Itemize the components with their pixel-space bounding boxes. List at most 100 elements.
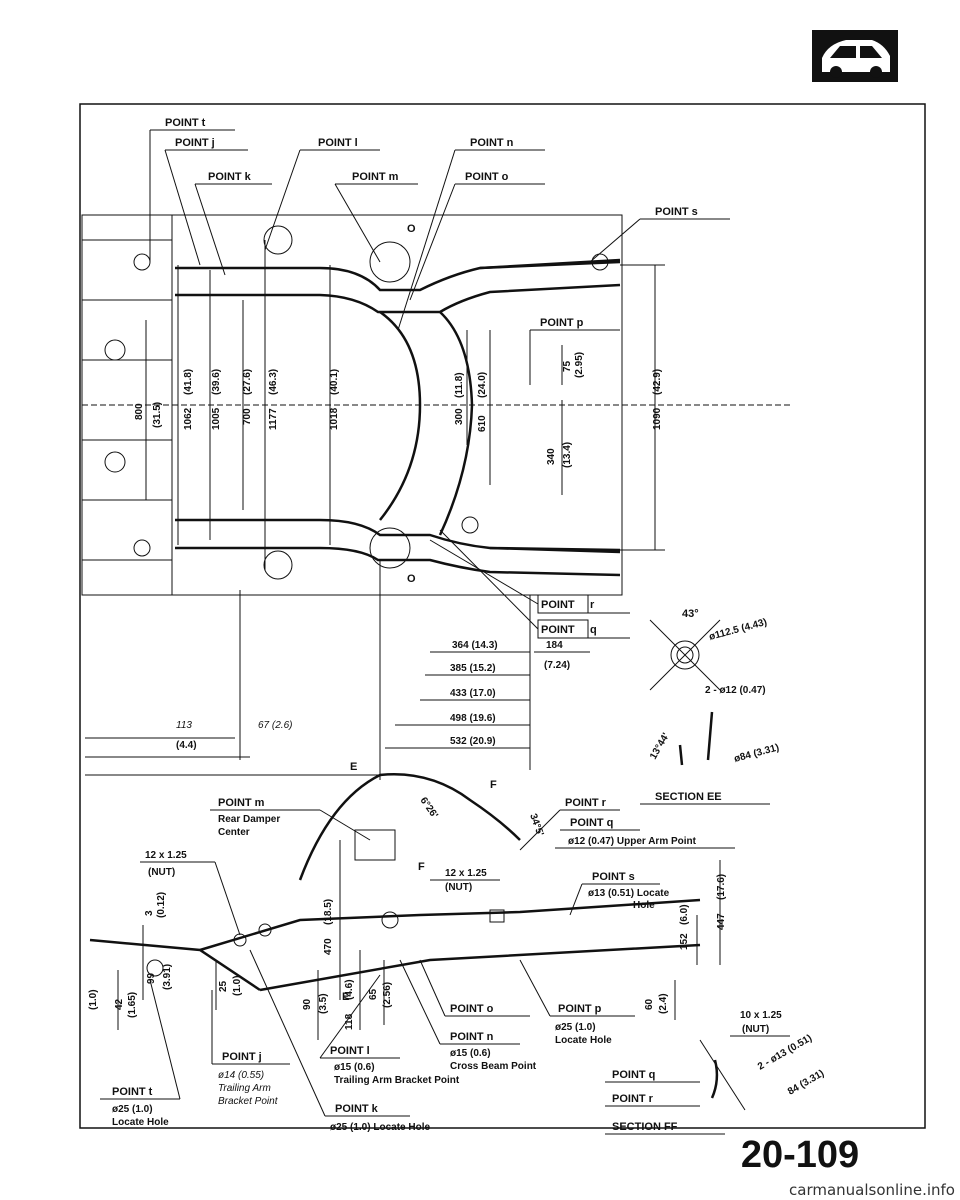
point-r-q-boxes: POINT r POINT q (429, 529, 630, 639)
label-point-m: POINT m (352, 171, 399, 183)
sv-dim-99-sub: (3.91) (162, 964, 173, 990)
sv-j-desc3: Bracket Point (218, 1096, 279, 1107)
dim-700: 700 (242, 408, 253, 425)
dim-75-sub: (2.95) (574, 352, 585, 378)
section-ee-title: SECTION EE (655, 791, 722, 803)
dim-113-sub: (4.4) (176, 740, 197, 751)
side-view-labels: POINT m Rear Damper Center POINT r POINT… (100, 797, 735, 1133)
label-point-o: POINT o (465, 171, 509, 183)
sv-dim-90-sub: (3.5) (318, 993, 329, 1014)
top-point-labels: POINT t POINT j POINT l POINT n POINT k … (149, 117, 730, 385)
sv-nut-left2: (NUT) (148, 867, 175, 878)
sv-point-n: POINT n (450, 1031, 494, 1043)
point-r-letter: r (590, 599, 595, 611)
page-number: 20-109 (741, 1134, 859, 1176)
sv-dim-42-sub: (1.65) (127, 992, 138, 1018)
sv-upper-arm: ø12 (0.47) Upper Arm Point (568, 836, 697, 847)
sv-point-t: POINT t (112, 1086, 153, 1098)
dim-340: 340 (546, 448, 557, 465)
dim-610-sub: (24.0) (477, 372, 488, 398)
sv-dim-60-sub: (2.4) (658, 993, 669, 1014)
sv-point-k: POINT k (335, 1103, 379, 1115)
sv-j-desc2: Trailing Arm (218, 1083, 271, 1094)
dim-1018: 1018 (329, 407, 340, 430)
sv-dim-65-sub: (2.56) (382, 982, 393, 1008)
ee-holes: 2 - ø12 (0.47) (705, 685, 766, 696)
sv-n-desc2: Cross Beam Point (450, 1061, 537, 1072)
sv-locate-s2: Hole (633, 900, 655, 911)
circle-label-o-bottom: O (407, 573, 416, 585)
dim-1005: 1005 (211, 407, 222, 430)
ff-point-q: POINT q (612, 1069, 655, 1081)
sv-l-desc1: ø15 (0.6) (334, 1062, 375, 1073)
dim-1177: 1177 (268, 408, 279, 430)
point-r-word: POINT (541, 599, 575, 611)
sv-dim-118-sub: (4.6) (344, 979, 355, 1000)
dim-1177-sub: (46.3) (268, 369, 279, 395)
sv-dim-1-0-left: (1.0) (88, 989, 99, 1010)
dim-67: 67 (2.6) (258, 720, 292, 731)
sv-n-desc1: ø15 (0.6) (450, 1048, 491, 1059)
sv-j-desc1: ø14 (0.55) (218, 1070, 264, 1081)
dim-75: 75 (562, 360, 573, 372)
dim-113: 113 (176, 720, 192, 731)
sv-dim-470-sub: (18.5) (323, 899, 334, 925)
dim-300-sub: (11.8) (454, 372, 465, 398)
section-mark-e-bottom: E (342, 991, 349, 1003)
dim-1018-sub: (40.1) (329, 369, 340, 395)
section-mark-e-top: E (350, 761, 357, 773)
sv-dim-99: 99 (146, 972, 157, 984)
sv-point-j: POINT j (222, 1051, 262, 1063)
ff-nut: 10 x 1.25 (740, 1010, 782, 1021)
label-point-k: POINT k (208, 171, 252, 183)
dim-184: 184 (546, 640, 563, 651)
dim-184-sub: (7.24) (544, 660, 570, 671)
horizontal-dimensions: 364 (14.3) 385 (15.2) 433 (17.0) 498 (19… (85, 560, 590, 780)
dim-800-sub: (31.5) (152, 402, 163, 428)
section-mark-f-bottom: F (418, 861, 425, 873)
ff-nut2: (NUT) (742, 1024, 769, 1035)
sv-l-desc2: Trailing Arm Bracket Point (334, 1075, 460, 1086)
label-point-n: POINT n (470, 137, 514, 149)
label-point-s: POINT s (655, 206, 698, 218)
side-view-dims: 3 (0.12) 99 (3.91) (1.0) 42 (1.65) 25 (1… (88, 840, 727, 1040)
diagram-border (79, 103, 926, 1129)
vertical-dimensions: 800 (31.5) 1062 (41.8) 1005 (39.6) 700 (… (134, 240, 665, 570)
sv-point-s: POINT s (592, 871, 635, 883)
sv-nut-left: 12 x 1.25 (145, 850, 187, 861)
sv-pm-desc2: Center (218, 827, 250, 838)
sv-point-r: POINT r (565, 797, 607, 809)
dim-340-sub: (13.4) (562, 442, 573, 468)
sv-dim-42: 42 (114, 998, 125, 1010)
sv-point-l: POINT l (330, 1045, 370, 1057)
dim-1062: 1062 (183, 407, 194, 430)
sv-t-desc2: Locate Hole (112, 1117, 169, 1128)
sv-point-m: POINT m (218, 797, 265, 809)
dim-498: 498 (19.6) (450, 713, 496, 724)
sv-dim-152: 152 (679, 933, 690, 950)
sv-dim-152-sub: (6.0) (679, 904, 690, 925)
dim-1090-sub: (42.9) (652, 369, 663, 395)
sv-dim-90: 90 (302, 998, 313, 1010)
sv-point-q: POINT q (570, 817, 613, 829)
dim-1062-sub: (41.8) (183, 369, 194, 395)
sv-point-o: POINT o (450, 1003, 494, 1015)
sv-dim-25-sub: (1.0) (232, 975, 243, 996)
sv-dim-118: 118 (344, 1013, 355, 1030)
sv-dim-60: 60 (644, 998, 655, 1010)
sv-dim-3: 3 (144, 910, 155, 916)
sv-point-p: POINT p (558, 1003, 602, 1015)
sv-nut-mid2: (NUT) (445, 882, 472, 893)
label-point-l: POINT l (318, 137, 358, 149)
sv-dim-447-sub: (17.6) (716, 874, 727, 900)
sv-dim-447: 447 (716, 913, 727, 930)
dim-610: 610 (477, 415, 488, 432)
sv-dim-25: 25 (218, 980, 229, 992)
dim-532: 532 (20.9) (450, 736, 496, 747)
dim-364: 364 (14.3) (452, 640, 498, 651)
dim-300: 300 (454, 408, 465, 425)
sv-locate-s1: ø13 (0.51) Locate (588, 888, 670, 899)
ee-angle: 43° (682, 608, 699, 620)
sv-dim-3-sub: (0.12) (156, 892, 167, 918)
